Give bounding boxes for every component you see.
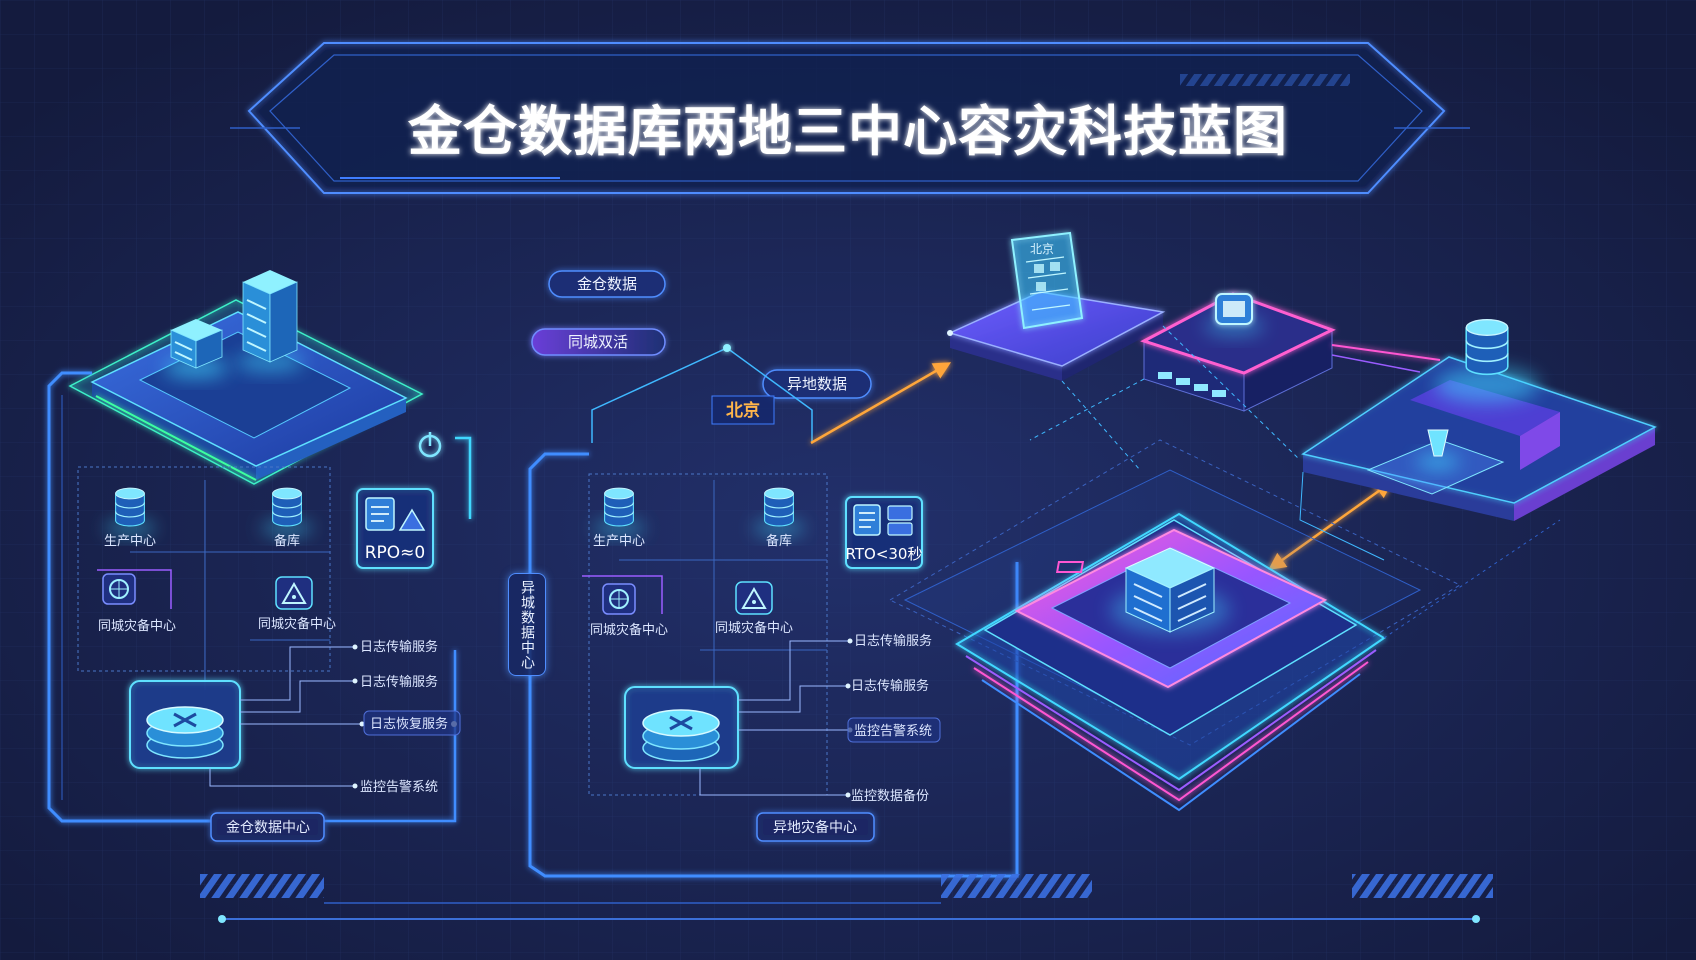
middle-dr-left-label: 同城灾备中心	[590, 622, 668, 638]
middle-service-4: 监控数据备份	[851, 788, 929, 804]
orange-arrow-bidirectional	[1268, 480, 1393, 571]
power-icon	[418, 432, 442, 458]
left-service-2: 日志传输服务	[360, 674, 438, 690]
left-standby-db-icon	[261, 487, 313, 536]
middle-production-db-icon	[593, 487, 645, 536]
middle-side-label-box: 异城数据中心	[508, 573, 546, 676]
middle-globe-icon	[582, 575, 663, 615]
left-standby-label: 备库	[274, 533, 300, 549]
middle-service-1: 日志传输服务	[854, 633, 932, 649]
server-small-icon	[164, 319, 228, 378]
pill-data-sync-label: 金仓数据	[577, 275, 637, 293]
left-production-label: 生产中心	[104, 534, 156, 549]
left-production-db-icon	[104, 487, 156, 536]
middle-rto-metric: RTO<30秒	[846, 545, 923, 563]
right-database-icon	[1435, 318, 1539, 403]
tablet-label: 北京	[1030, 242, 1054, 256]
middle-service-2: 日志传输服务	[851, 678, 929, 694]
title-frame	[230, 42, 1470, 194]
middle-production-label: 生产中心	[593, 534, 645, 549]
left-center-name-box: 金仓数据中心	[210, 812, 325, 842]
left-warning-triangle-icon	[275, 576, 313, 610]
document-icon	[853, 504, 881, 536]
middle-standby-label: 备库	[766, 533, 792, 549]
middle-center-name-box: 异地灾备中心	[756, 812, 875, 842]
pill-remote-data-label: 异地数据	[787, 375, 847, 393]
left-center-name: 金仓数据中心	[226, 820, 310, 836]
left-service-3: 日志恢复服务	[370, 716, 448, 732]
left-rpo-metric: RPO≈0	[365, 543, 426, 563]
location-house-label: 北京	[726, 400, 760, 421]
left-dr-left-label: 同城灾备中心	[98, 618, 176, 634]
left-rpo-box: RPO≈0	[356, 488, 434, 569]
middle-rto-box: RTO<30秒	[845, 496, 923, 569]
middle-service-connectors	[699, 638, 853, 798]
server-tower-icon	[236, 270, 304, 372]
left-big-database-icon	[129, 680, 241, 769]
right-node-icon	[1416, 429, 1460, 470]
left-service-connectors	[209, 644, 457, 789]
left-globe-icon	[97, 569, 172, 609]
middle-center-name: 异地灾备中心	[773, 819, 857, 836]
pill-active-active: 同城双活	[531, 328, 666, 356]
location-house-outline: 北京	[591, 344, 813, 443]
chart-card-icon	[887, 505, 913, 536]
document-icon	[365, 497, 395, 531]
middle-standby-db-icon	[753, 487, 805, 536]
bottom-decoration	[200, 874, 1493, 928]
middle-service-3-box	[847, 717, 941, 743]
left-platform	[68, 299, 424, 485]
page-title: 金仓数据库两地三中心容灾科技蓝图	[407, 100, 1288, 163]
pill-remote-data: 异地数据	[762, 369, 872, 399]
middle-service-3: 监控告警系统	[854, 723, 932, 739]
left-center-frame	[47, 371, 472, 823]
middle-side-label: 异城数据中心	[519, 579, 535, 670]
middle-big-database-icon	[624, 686, 739, 769]
middle-warning-triangle-icon	[735, 581, 773, 615]
orange-arrow-house-to-hub	[810, 362, 952, 445]
hub-platform	[947, 291, 1166, 381]
left-service-3-box	[363, 710, 461, 736]
left-service-4: 监控告警系统	[360, 779, 438, 795]
warning-triangle-icon	[398, 508, 426, 531]
pill-active-active-label: 同城双活	[568, 333, 628, 351]
module-screen-icon	[1204, 293, 1264, 336]
left-dr-right-label: 同城灾备中心	[258, 616, 336, 632]
tablet-icon	[1010, 231, 1084, 330]
left-service-1: 日志传输服务	[360, 639, 438, 655]
chip-icon	[1055, 547, 1230, 634]
middle-dr-right-label: 同城灾备中心	[715, 620, 793, 636]
right-connectors	[947, 325, 1561, 639]
pill-data-sync: 金仓数据	[548, 270, 666, 298]
